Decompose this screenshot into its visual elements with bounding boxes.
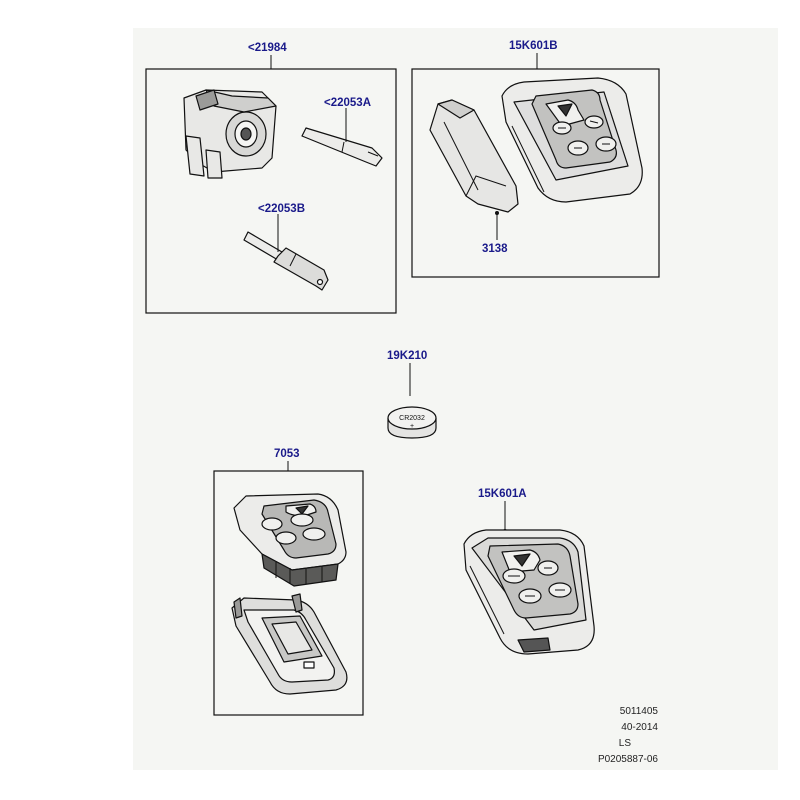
- ignition-lock-cylinder[interactable]: [183, 89, 277, 179]
- label-22053a: <22053A: [324, 97, 371, 109]
- label-7053: 7053: [274, 448, 300, 460]
- key-blade-a[interactable]: [301, 127, 383, 167]
- smart-key-fob-b[interactable]: [501, 77, 643, 203]
- battery-plus-sign: +: [410, 423, 414, 430]
- keypad-bottom-housing[interactable]: [231, 593, 348, 695]
- label-15k601a: 15K601A: [478, 488, 527, 500]
- keypad-top-shell[interactable]: [233, 493, 347, 587]
- footer-line-2: 40-2014: [621, 722, 658, 733]
- label-15k601b: 15K601B: [509, 40, 558, 52]
- footer-line-3: LS: [619, 738, 632, 749]
- smart-key-fob-a[interactable]: [463, 529, 595, 655]
- battery-marking: CR2032: [399, 415, 425, 422]
- key-blade-b[interactable]: [243, 231, 329, 291]
- emergency-blade-cover[interactable]: [429, 99, 519, 213]
- label-22053b: <22053B: [258, 203, 305, 215]
- label-19k210: 19K210: [387, 350, 427, 362]
- coin-battery[interactable]: CR2032 +: [387, 406, 437, 439]
- label-21984: <21984: [248, 42, 287, 54]
- label-3138: 3138: [482, 243, 508, 255]
- footer-line-4: P0205887-06: [598, 754, 658, 765]
- footer-line-1: 5011405: [620, 706, 659, 717]
- leader-dot-3138: [495, 211, 499, 215]
- box-smart-key-group: [411, 68, 660, 278]
